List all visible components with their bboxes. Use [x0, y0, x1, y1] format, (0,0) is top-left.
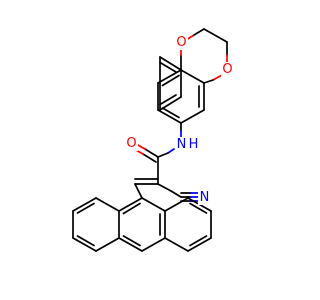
bond — [161, 74, 180, 87]
bond — [164, 197, 189, 212]
bond — [118, 197, 143, 212]
bond — [142, 153, 157, 163]
bond — [167, 148, 175, 154]
bond — [122, 235, 141, 247]
bond — [95, 237, 120, 252]
bond — [212, 74, 223, 81]
bond — [144, 148, 159, 158]
ring-oxygen-right-label: O — [222, 62, 232, 77]
bond — [122, 202, 141, 215]
bond — [76, 202, 95, 214]
bond — [72, 197, 97, 212]
bond — [157, 109, 182, 124]
bond — [95, 197, 120, 212]
nitrile-nitrogen-label: N — [200, 190, 210, 205]
amide-nitrogen-label: N — [177, 137, 187, 152]
bond — [180, 109, 205, 124]
bond — [76, 235, 95, 247]
bond — [157, 152, 169, 158]
bond — [134, 183, 143, 199]
bond — [180, 69, 205, 84]
bond — [189, 235, 208, 247]
bond — [72, 237, 97, 252]
bond — [118, 237, 143, 252]
bond — [159, 56, 182, 71]
carbonyl-oxygen-label: O — [126, 136, 136, 151]
bonds — [72, 28, 228, 252]
bond — [159, 61, 177, 73]
bond — [157, 183, 172, 192]
bond — [164, 237, 189, 252]
bond — [189, 202, 208, 214]
amide-hydrogen-label: H — [189, 137, 199, 152]
atom-labels: O O N H O N — [125, 35, 234, 205]
bond — [193, 28, 205, 36]
bond — [203, 28, 228, 43]
bond — [161, 107, 180, 119]
bond — [170, 190, 182, 198]
ring-oxygen-top-label: O — [176, 35, 186, 50]
bond — [159, 94, 177, 106]
bond — [187, 237, 212, 252]
bond — [141, 197, 166, 212]
bond — [157, 69, 182, 84]
bond — [141, 237, 166, 252]
molecule-structure-drawing: O O N H O N — [72, 28, 234, 252]
bond — [203, 79, 214, 84]
